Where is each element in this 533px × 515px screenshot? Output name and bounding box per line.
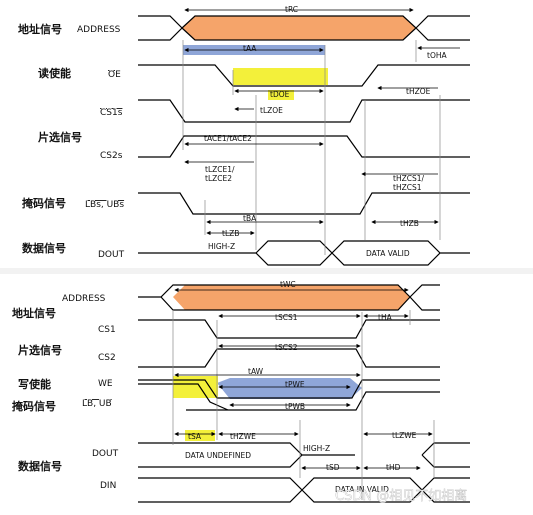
dout-write-wave: [138, 442, 470, 468]
label-sig-cs1: CS1s: [100, 108, 123, 118]
tdoe-highlight-2: [268, 90, 294, 100]
label-tlzce-2: tLZCE2: [205, 174, 232, 183]
label-sig-cs1-write: CS1: [98, 325, 116, 335]
label-tba: tBA: [243, 214, 257, 223]
label-trc: tRC: [285, 5, 298, 14]
label-tpwb: tPWB: [285, 402, 305, 411]
label-taw: tAW: [248, 367, 264, 376]
cs1-wave: [138, 99, 470, 123]
label-sig-lb-write: LB, UB: [82, 399, 112, 409]
address-read-wave-right: [415, 15, 470, 41]
label-cn-cs: 片选信号: [38, 130, 82, 144]
cs2-write-wave: [138, 348, 440, 368]
label-toha: tOHA: [427, 51, 447, 60]
label-tlzce-1: tLZCE1/: [205, 165, 235, 174]
label-cn-data-write: 数据信号: [18, 459, 62, 473]
cs1-write-wave: [138, 319, 440, 339]
label-sig-address: ADDRESS: [77, 25, 121, 35]
label-sig-address-write: ADDRESS: [62, 294, 106, 304]
tdoe-highlight-1: [233, 68, 328, 85]
trc-highlight: [182, 16, 416, 40]
label-sig-cs2-write: CS2: [98, 353, 116, 363]
label-cn-address: 地址信号: [18, 22, 62, 36]
label-data-in-valid: DATA IN VALID: [335, 485, 389, 494]
label-sig-cs2: CS2s: [100, 151, 123, 161]
label-tpwe: tPWE: [285, 380, 305, 389]
cs2-wave: [138, 135, 470, 158]
label-cn-we: 写使能: [18, 377, 51, 391]
label-tha: tHA: [378, 313, 393, 322]
label-tsa: tSA: [188, 432, 202, 441]
label-tscs2: tSCS2: [275, 343, 298, 352]
label-tlzwe: tLZWE: [392, 431, 417, 440]
lb-read-wave: [138, 192, 470, 215]
label-data-valid: DATA VALID: [366, 249, 410, 258]
label-cn-address-write: 地址信号: [12, 306, 56, 320]
label-thzoe: tHZOE: [406, 87, 431, 96]
address-read-wave-left: [138, 15, 183, 41]
label-taa: tAA: [243, 44, 257, 53]
label-cn-oe: 读使能: [38, 66, 71, 80]
label-cn-lb: 掩码信号: [22, 196, 66, 210]
label-cn-lb-write: 掩码信号: [12, 399, 56, 413]
dout-read-wave: [138, 240, 470, 266]
tsa-highlight-1: [173, 376, 218, 398]
lb-write-wave: [138, 383, 440, 411]
label-thzb: tHZB: [400, 219, 419, 228]
label-thd: tHD: [386, 463, 401, 472]
label-thzcs-2: tHZCS1: [393, 183, 422, 192]
label-tace: tACE1/tACE2: [204, 134, 252, 143]
label-tlzoe: tLZOE: [260, 106, 283, 115]
label-thzwe: tHZWE: [230, 432, 256, 441]
label-highz-read: HIGH-Z: [208, 242, 235, 251]
label-sig-dout: DOUT: [98, 250, 125, 260]
label-data-undefined: DATA UNDEFINED: [185, 451, 251, 460]
oe-wave: [138, 64, 470, 87]
lb-write-wave-fall: [186, 383, 229, 411]
label-tdoe: tDOE: [270, 90, 290, 99]
label-highz-write: HIGH-Z: [303, 444, 330, 453]
label-twc: tWC: [280, 280, 296, 289]
label-sig-oe: OE: [108, 70, 121, 80]
label-sig-lb: LBs, UBs: [85, 200, 124, 210]
we-wave: [138, 379, 440, 399]
label-sig-dout-write: DOUT: [92, 449, 119, 459]
label-tsd: tSD: [326, 463, 340, 472]
label-sig-din: DIN: [100, 481, 116, 491]
label-sig-we: WE: [98, 379, 113, 389]
section-separator: [0, 268, 533, 274]
din-wave: [138, 477, 470, 503]
label-tscs1: tSCS1: [275, 313, 298, 322]
watermark: CSDN @相见不如相离: [335, 488, 467, 504]
label-cn-cs-write: 片选信号: [18, 343, 62, 357]
label-thzcs-1: tHZCS1/: [393, 174, 424, 183]
label-tlzb: tLZB: [222, 229, 239, 238]
label-cn-dout: 数据信号: [22, 241, 66, 255]
